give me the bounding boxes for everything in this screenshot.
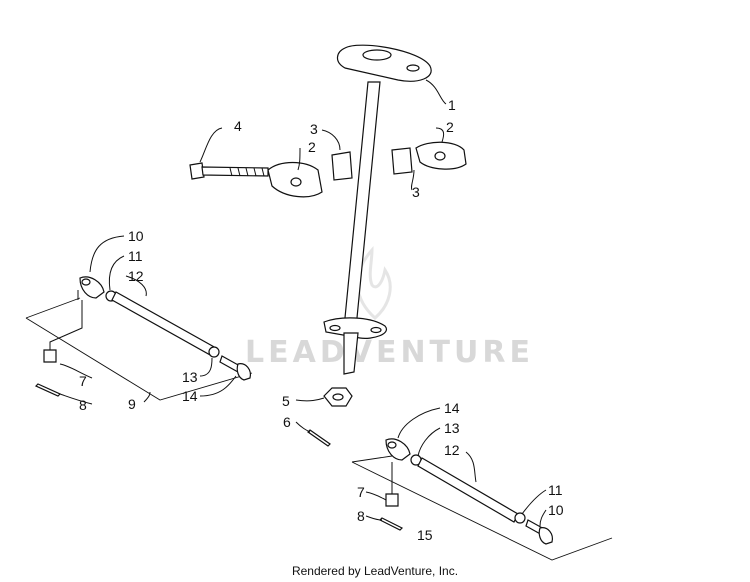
callout-3-right: 3 <box>412 184 420 200</box>
bushing-right <box>391 147 413 175</box>
callout-13-left: 13 <box>182 369 198 385</box>
callout-2-left: 2 <box>308 139 316 155</box>
callout-1: 1 <box>448 97 456 113</box>
cotter-pin <box>307 429 331 447</box>
tie-rod-assembly-right <box>351 438 613 561</box>
callouts: 1 2 2 3 3 4 5 6 7 8 9 10 11 12 13 14 7 8… <box>79 97 564 543</box>
callout-12-left: 12 <box>128 268 144 284</box>
callout-9: 9 <box>128 396 136 412</box>
callout-10-right: 10 <box>548 502 564 518</box>
clamp-block-right <box>415 141 467 170</box>
bolt <box>189 162 269 180</box>
callout-14-right: 14 <box>444 400 460 416</box>
footer-credit: Rendered by LeadVenture, Inc. <box>291 564 459 578</box>
callout-3-left: 3 <box>310 121 318 137</box>
castle-nut <box>323 387 353 407</box>
callout-12-right: 12 <box>444 442 460 458</box>
watermark-text: LEADVENTURE <box>245 335 534 370</box>
callout-2-right: 2 <box>446 119 454 135</box>
watermark: LEADVENTURE <box>245 246 534 370</box>
callout-7-left: 7 <box>79 373 87 389</box>
callout-11-right: 11 <box>548 482 563 498</box>
tie-rod-assembly-left <box>25 276 253 401</box>
callout-14-left: 14 <box>182 388 198 404</box>
callout-4: 4 <box>234 118 242 134</box>
callout-13-right: 13 <box>444 420 460 436</box>
callout-6: 6 <box>283 414 291 430</box>
clamp-block-left <box>267 161 323 198</box>
callout-10-left: 10 <box>128 228 144 244</box>
callout-8-right: 8 <box>357 508 365 524</box>
callout-8-left: 8 <box>79 397 87 413</box>
callout-7-right: 7 <box>357 484 365 500</box>
steering-post <box>323 44 432 375</box>
bushing-left <box>331 151 353 181</box>
leader-lines <box>59 79 547 527</box>
callout-5: 5 <box>282 393 290 409</box>
callout-11-left: 11 <box>128 248 143 264</box>
callout-15: 15 <box>417 527 433 543</box>
